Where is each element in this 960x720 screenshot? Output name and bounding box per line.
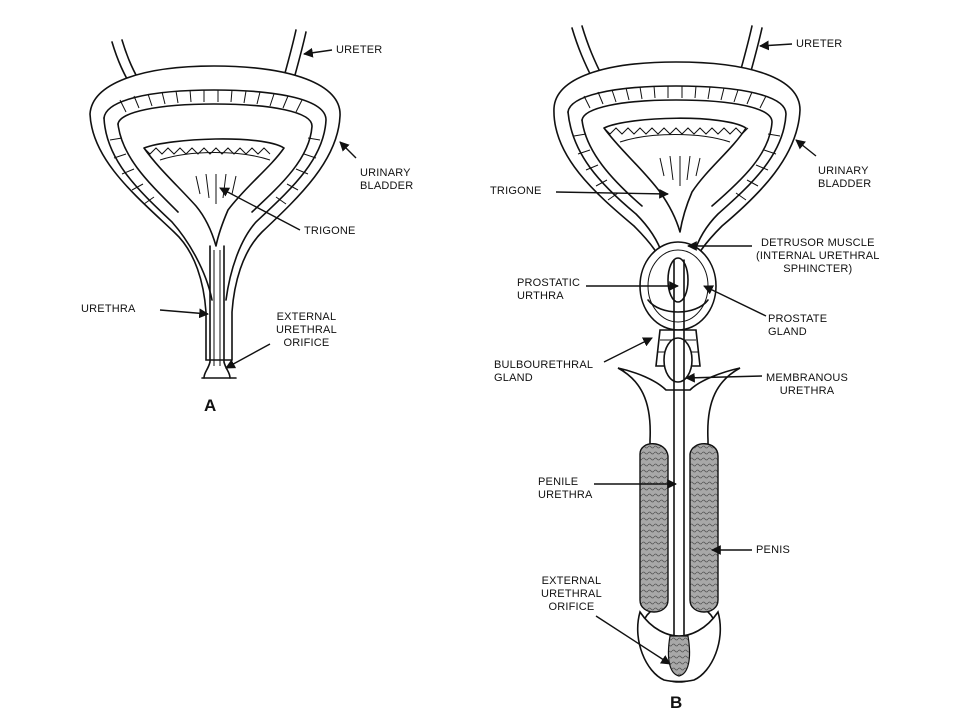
label-b-membranous-urethra: MEMBRANOUS URETHRA — [766, 372, 849, 397]
label-a-urinary-bladder: URINARY BLADDER — [360, 167, 414, 192]
label-a-ureter: URETER — [336, 44, 383, 56]
label-b-detrusor-muscle: DETRUSOR MUSCLE (INTERNAL URETHRAL SPHIN… — [756, 237, 880, 275]
label-b-external-urethral-orifice: EXTERNAL URETHRAL ORIFICE — [541, 575, 602, 613]
panel-a-leaders — [159, 47, 357, 369]
label-b-ureter: URETER — [796, 38, 843, 50]
label-a-trigone: TRIGONE — [304, 225, 356, 237]
label-a-urethra: URETHRA — [81, 303, 136, 315]
panel-a-drawing — [89, 29, 341, 379]
label-b-prostate-gland: PROSTATE GLAND — [768, 313, 828, 338]
label-b-urinary-bladder: URINARY BLADDER — [818, 165, 872, 190]
panel-b-leaders — [555, 40, 817, 665]
label-a-external-urethral-orifice: EXTERNAL URETHRAL ORIFICE — [276, 311, 337, 349]
label-b-trigone: TRIGONE — [490, 185, 542, 197]
panel-a-letter: A — [204, 396, 217, 415]
label-b-penis: PENIS — [756, 544, 791, 556]
label-b-bulbourethral-gland: BULBOURETHRAL GLAND — [494, 359, 594, 384]
panel-b-letter: B — [670, 693, 683, 712]
label-b-prostatic-urethra: PROSTATIC URTHRA — [517, 277, 581, 302]
label-b-penile-urethra: PENILE URETHRA — [538, 476, 593, 501]
panel-b-drawing — [553, 25, 801, 683]
